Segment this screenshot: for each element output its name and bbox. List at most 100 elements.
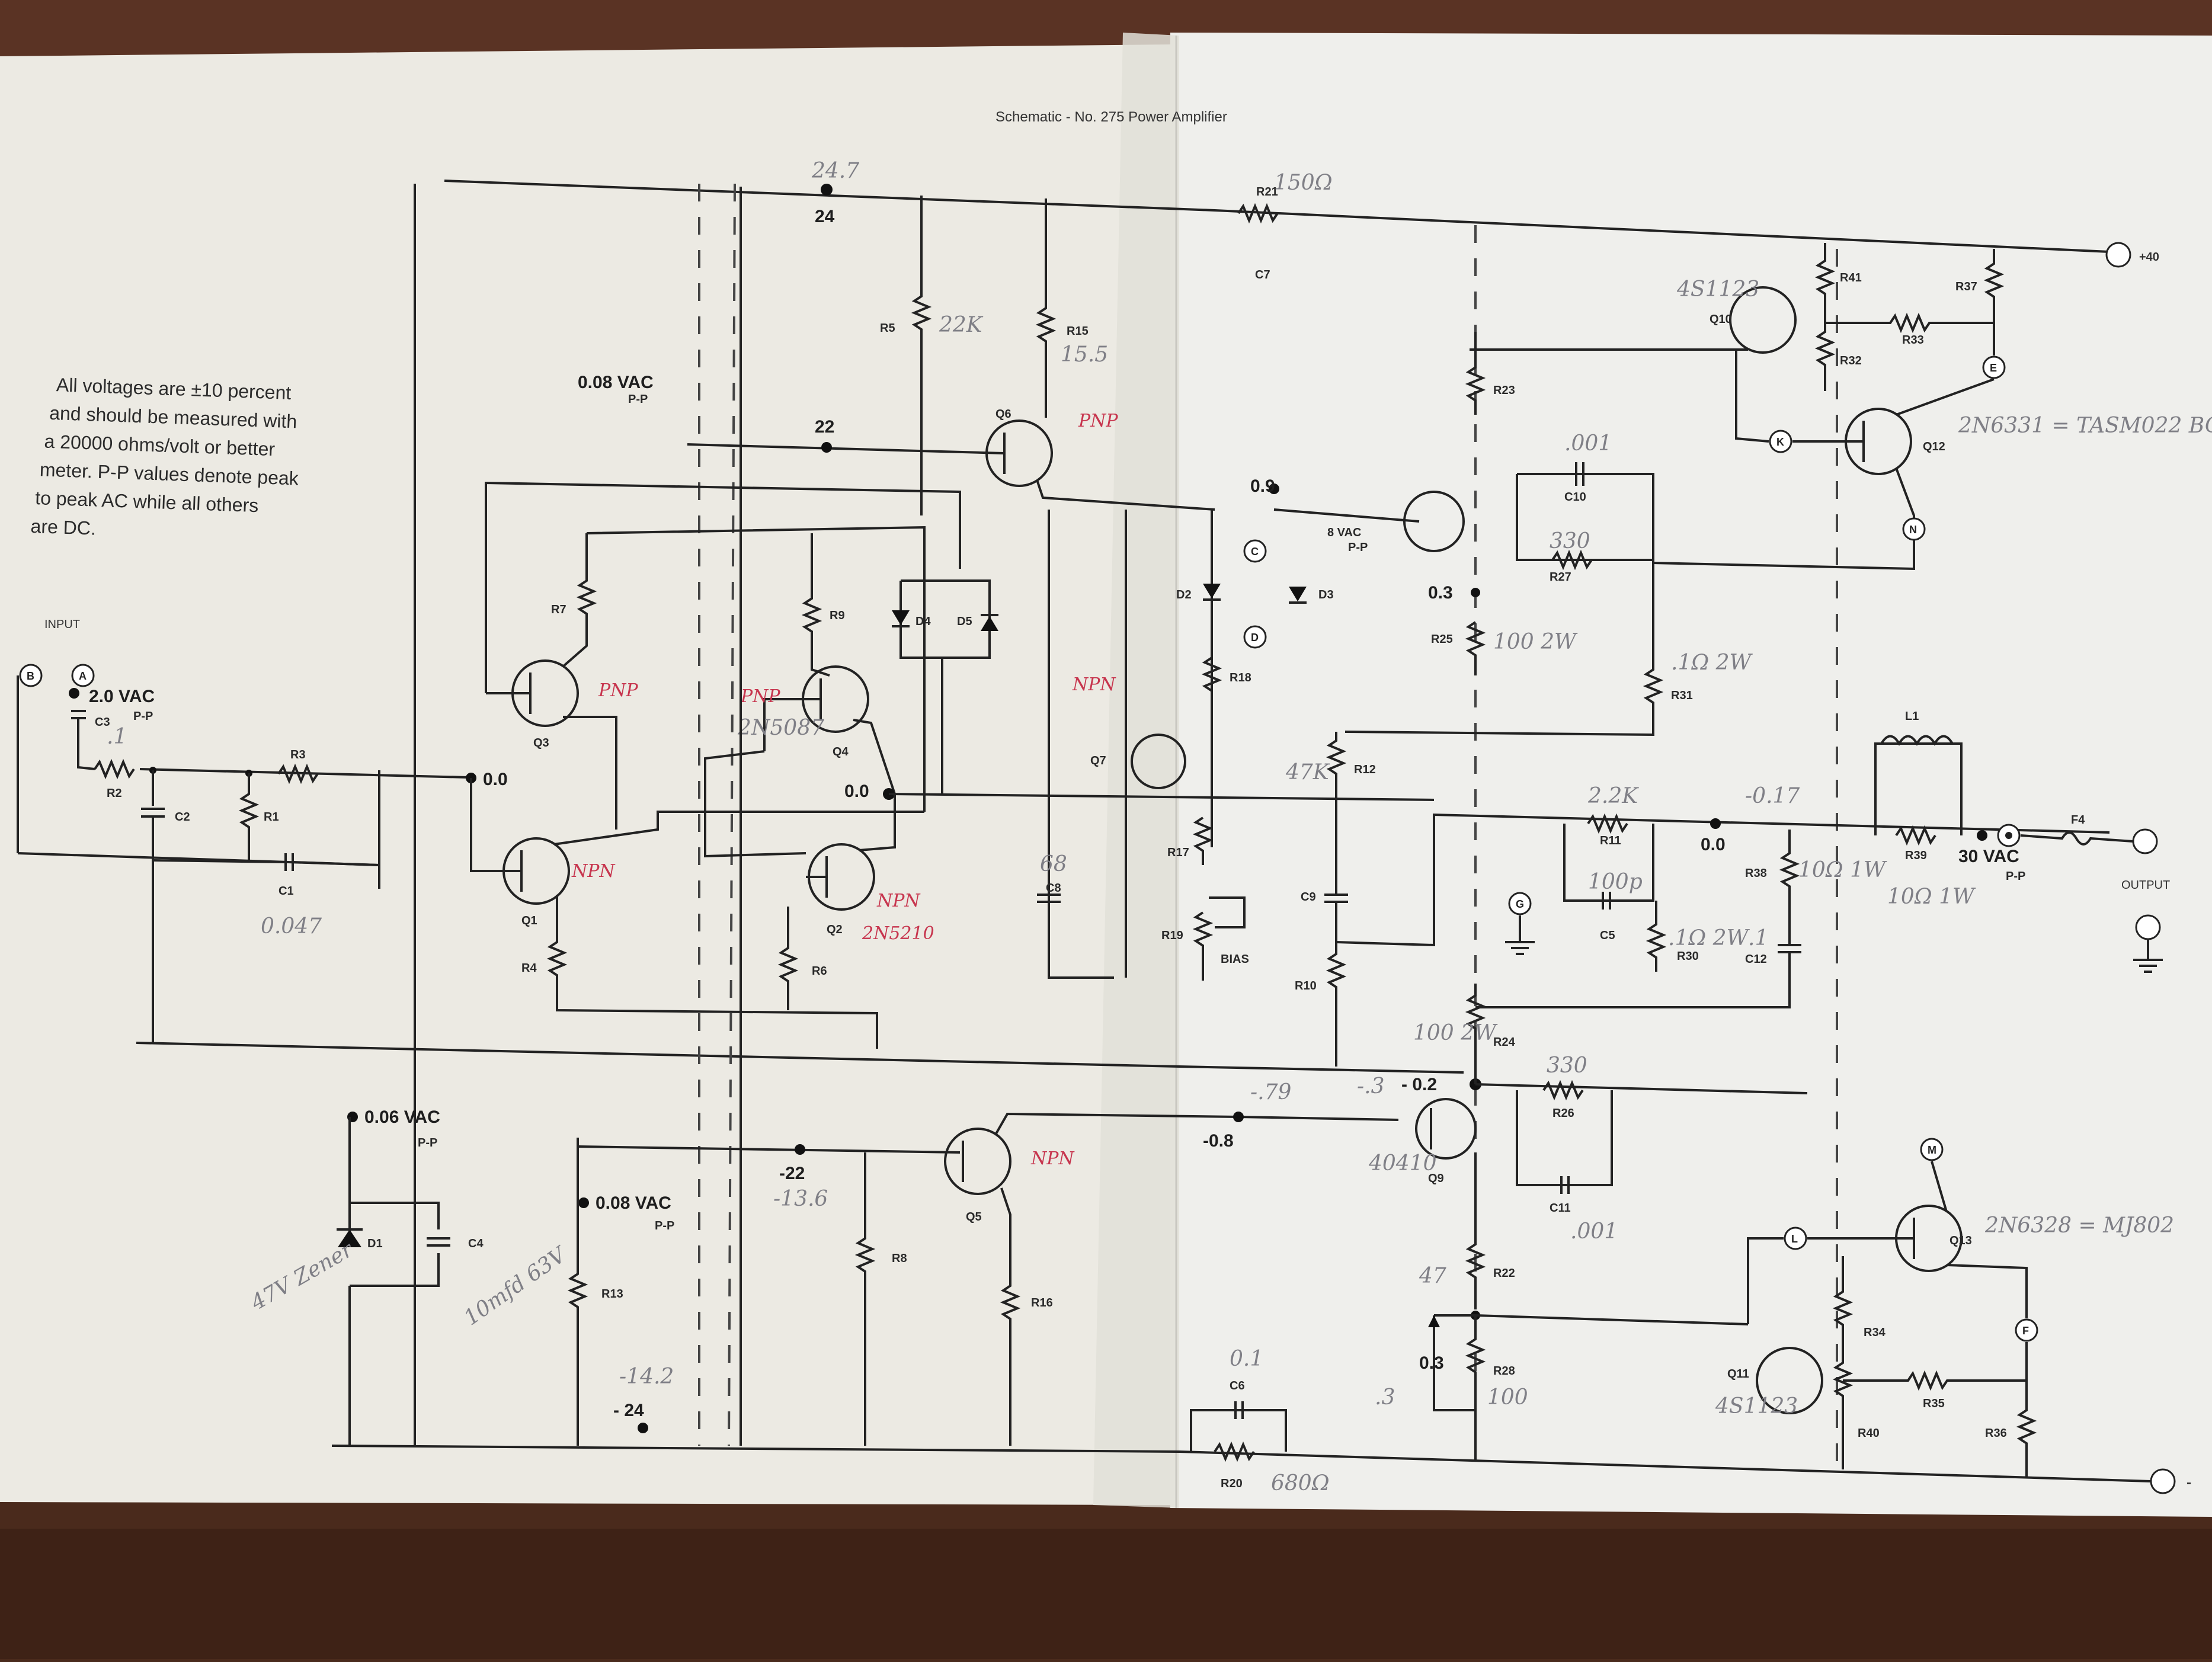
voltage-neg08: -0.8 bbox=[1203, 1131, 1234, 1151]
d4-d5-loop bbox=[899, 579, 991, 659]
c1-wire bbox=[292, 861, 380, 866]
q3-feedback-line bbox=[485, 481, 961, 693]
r24-resistor bbox=[1465, 984, 1486, 1084]
r28-probe-bracket bbox=[1433, 1314, 1475, 1411]
r12-resistor bbox=[1326, 732, 1347, 797]
r12-label: R12 bbox=[1354, 763, 1376, 776]
neg13-note: -13.6 bbox=[773, 1187, 828, 1211]
input-label: INPUT bbox=[44, 618, 80, 631]
q3-q1-pair: 0.0 Q3 PNP R7 Q1 NPN R4 bbox=[466, 481, 961, 1049]
q7-type: NPN bbox=[1072, 674, 1116, 695]
l1-frame bbox=[1874, 742, 1963, 835]
output-section: R12 47K C9 R10 R11 2.2K 0.0 -0.17 C5 100… bbox=[1285, 710, 2170, 1067]
q10-part: 4S1123 bbox=[1676, 277, 1759, 302]
ac-8v-q8: 8 VAC bbox=[1327, 526, 1361, 539]
q5-transistor bbox=[944, 1128, 1011, 1195]
c7-label: C7 bbox=[1255, 268, 1270, 281]
ac-006-pp: P-P bbox=[418, 1136, 437, 1149]
r28-resistor bbox=[1465, 1315, 1486, 1461]
d2-label: D2 bbox=[1176, 588, 1192, 601]
voltage-24-note: 24.7 bbox=[811, 159, 859, 183]
r1-resistor bbox=[238, 773, 260, 862]
q1-type: NPN bbox=[571, 861, 616, 882]
r36-resistor bbox=[2016, 1342, 2037, 1478]
r35-resistor bbox=[1843, 1370, 2027, 1391]
r25-value: 100 2W bbox=[1493, 630, 1578, 654]
test-point-b bbox=[19, 664, 43, 687]
c3-value: .1 bbox=[107, 725, 127, 749]
q2-label: Q2 bbox=[827, 923, 843, 936]
output-ac-voltage: 30 VAC bbox=[1958, 847, 2019, 866]
r15-resistor bbox=[1035, 198, 1057, 418]
output-test-point-core bbox=[2005, 832, 2012, 839]
voltage-09: 0.9 bbox=[1250, 476, 1275, 496]
q10-to-k bbox=[1735, 350, 1769, 443]
q5-label: Q5 bbox=[966, 1211, 982, 1224]
plus40-terminal bbox=[2105, 242, 2131, 268]
test-point-k-label: K bbox=[1776, 436, 1784, 448]
r3-resistor bbox=[277, 763, 319, 784]
test-point-e bbox=[1982, 356, 2006, 379]
r4-label: R4 bbox=[521, 962, 537, 975]
r1-ground bbox=[152, 859, 285, 863]
q4-part: 2N5087 bbox=[737, 716, 824, 740]
r18-label: R18 bbox=[1230, 671, 1251, 684]
note-line-6: are DC. bbox=[30, 515, 96, 539]
voltage-24: 24 bbox=[815, 207, 835, 226]
c4-label: C4 bbox=[468, 1237, 484, 1250]
q6-base bbox=[687, 443, 1005, 454]
r21-label: R21 bbox=[1256, 185, 1278, 198]
r26-c11-loop bbox=[1516, 1090, 1613, 1186]
q5-base-line bbox=[577, 1145, 961, 1154]
test-point-m bbox=[1902, 517, 1926, 541]
r16-resistor bbox=[1000, 1187, 1021, 1446]
q3-type: PNP bbox=[598, 680, 638, 701]
f4-label: F4 bbox=[2071, 814, 2085, 827]
r37-resistor bbox=[1983, 249, 2005, 356]
c12-label: C12 bbox=[1745, 953, 1767, 966]
ac-008-bot-pp: P-P bbox=[655, 1219, 674, 1232]
c12-wire bbox=[1475, 912, 1791, 1008]
minus-label: - bbox=[2187, 1475, 2191, 1491]
r22-resistor bbox=[1465, 1152, 1486, 1309]
output-ground-terminal[interactable] bbox=[2135, 914, 2161, 940]
node-24v bbox=[821, 184, 833, 196]
output-terminal[interactable] bbox=[2132, 828, 2158, 854]
c5-value: 100p bbox=[1588, 870, 1643, 894]
dashed-divider-2 bbox=[728, 183, 736, 1446]
input-wire-1 bbox=[77, 718, 95, 770]
r39-resistor bbox=[1895, 825, 1936, 846]
test-point-c bbox=[1243, 539, 1267, 563]
r33-label: R33 bbox=[1902, 334, 1924, 347]
r24-label: R24 bbox=[1493, 1036, 1516, 1049]
d5-diode bbox=[981, 616, 998, 631]
r5-value: 22K bbox=[939, 313, 984, 337]
q6-type: PNP bbox=[1078, 411, 1118, 431]
r27-resistor bbox=[1551, 549, 1593, 571]
negative-rail bbox=[331, 1445, 2152, 1482]
input-ac-pp: P-P bbox=[133, 710, 153, 723]
r35-label: R35 bbox=[1923, 1397, 1945, 1410]
mid-ground-bus bbox=[136, 1042, 1464, 1074]
r11-resistor bbox=[1587, 813, 1628, 834]
c11-label: C11 bbox=[1550, 1202, 1571, 1215]
node-22v bbox=[821, 442, 832, 453]
q4-base bbox=[763, 698, 821, 751]
q4-base-link bbox=[704, 750, 806, 858]
minus-terminal[interactable] bbox=[2150, 1468, 2176, 1494]
c8-value: 68 bbox=[1040, 852, 1067, 876]
bias-section: Q7 NPN C8 68 0.9 C D2 D3 D R18 R17 R19 B… bbox=[1037, 476, 1368, 981]
r27-label: R27 bbox=[1550, 571, 1571, 584]
c3-label: C3 bbox=[95, 716, 110, 729]
c10-label: C10 bbox=[1564, 491, 1586, 504]
q7-left-line bbox=[1048, 510, 1114, 979]
q6-label: Q6 bbox=[995, 408, 1011, 421]
ac-008-top: 0.08 VAC bbox=[578, 373, 654, 392]
q2-part: 2N5210 bbox=[862, 923, 934, 944]
c5-label: C5 bbox=[1600, 929, 1615, 942]
r25-label: R25 bbox=[1431, 633, 1453, 646]
test-point-g-label: G bbox=[1516, 898, 1524, 910]
q12-part: 2N6331 = TASM022 BG bbox=[1958, 414, 2212, 438]
